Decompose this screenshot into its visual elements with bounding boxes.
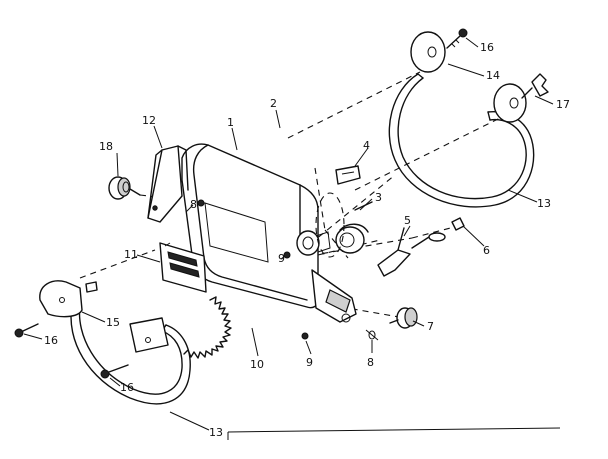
saw-blade [183, 296, 232, 359]
knob-left [108, 176, 141, 200]
pin [451, 217, 465, 231]
screw-lower-right [100, 364, 129, 379]
upper-washer-left [410, 31, 446, 73]
lower-washer-left [39, 280, 98, 318]
spring-lever [377, 227, 446, 277]
wing-nut [521, 73, 549, 99]
washer-small [365, 329, 379, 341]
callout-1: 1 [227, 116, 234, 129]
callout-12: 12 [142, 114, 156, 127]
callout-16-lower-left: 16 [44, 334, 58, 347]
callout-11: 11 [124, 248, 138, 261]
nut-small [301, 332, 309, 340]
callout-2: 2 [270, 97, 277, 110]
upper-washer-right [493, 83, 527, 123]
callout-3: 3 [375, 191, 382, 204]
callout-17: 17 [556, 98, 570, 111]
screw-upper [446, 28, 468, 49]
callout-4: 4 [363, 139, 370, 152]
screw-lower-left [14, 323, 39, 338]
callout-7: 7 [427, 320, 434, 333]
callout-9: 9 [306, 356, 313, 369]
assembly-lines [79, 71, 501, 319]
callout-16-upper: 16 [480, 41, 494, 54]
callout-14: 14 [486, 69, 500, 82]
bracket-plate [335, 165, 361, 185]
upper-guard-ring [388, 73, 535, 208]
callout-9-housing: 9 [278, 252, 285, 265]
lower-lever [311, 269, 357, 323]
callout-16-lower-right: 16 [120, 381, 134, 394]
bushing [335, 201, 373, 254]
callout-8: 8 [367, 356, 374, 369]
callout-labels: 1 2 3 4 5 6 7 8 8 9 9 10 11 12 13 13 14 … [44, 41, 570, 439]
dashed-disc [315, 192, 345, 258]
callout-13-upper: 13 [537, 197, 551, 210]
callout-8-housing: 8 [190, 198, 197, 211]
callout-6: 6 [483, 244, 490, 257]
lower-plate [129, 317, 169, 353]
callout-18: 18 [99, 140, 113, 153]
callout-13-lower: 13 [209, 426, 223, 439]
bottom-rule [227, 427, 561, 440]
label-plate [159, 242, 207, 293]
callout-5: 5 [404, 214, 411, 227]
leader-lines [23, 37, 554, 431]
callout-10: 10 [250, 358, 264, 371]
knob-right [389, 307, 418, 329]
callout-15: 15 [106, 316, 120, 329]
side-bracket [147, 145, 189, 223]
